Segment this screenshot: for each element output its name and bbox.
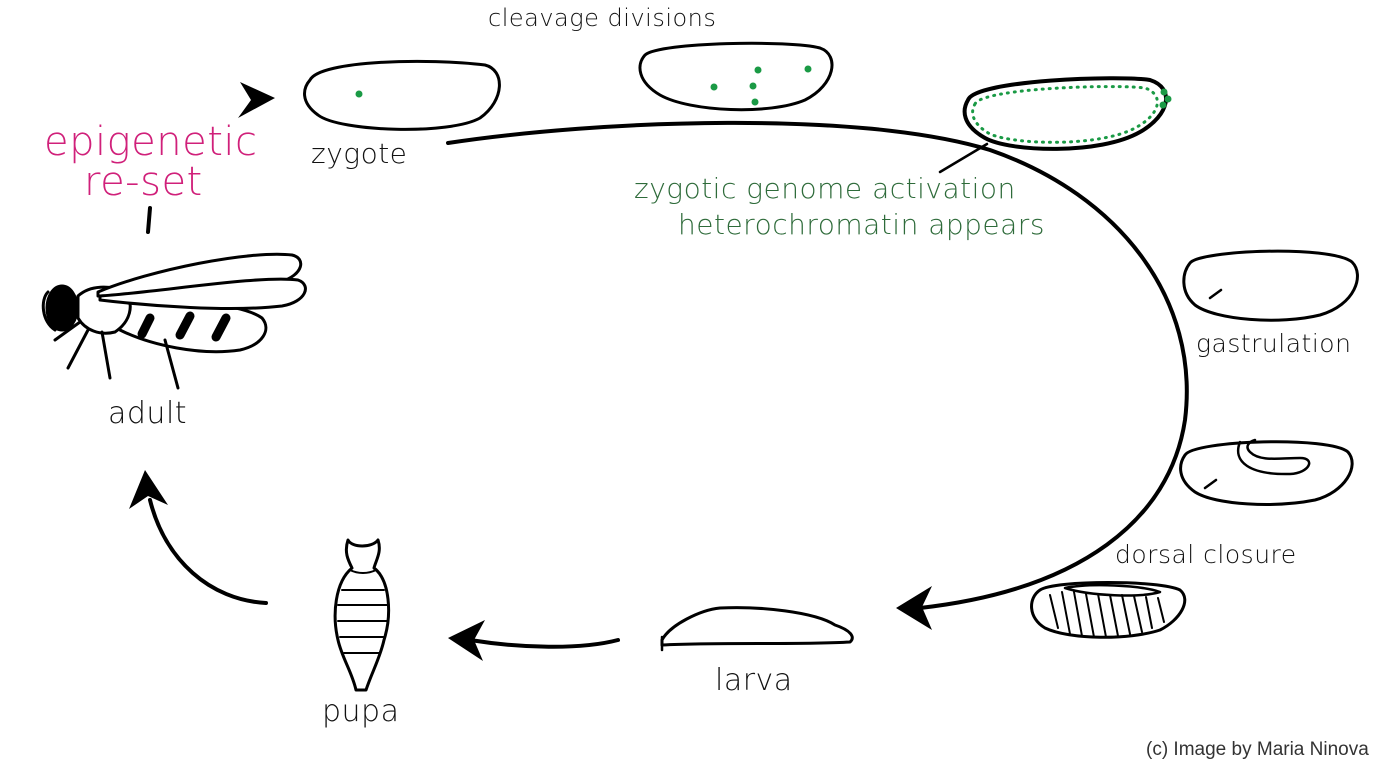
arrowhead-to-larva — [896, 586, 932, 630]
zygote-nucleus-dot — [355, 90, 363, 98]
cycle-arc — [446, 120, 1189, 610]
pole-cell-dot — [1160, 88, 1168, 96]
label-adult: adult — [108, 396, 188, 431]
larva-body — [660, 606, 854, 647]
blastoderm-nuclei-ring — [971, 85, 1159, 144]
image-credit: (c) Image by Maria Ninova — [1146, 739, 1369, 760]
fly-thorax — [76, 285, 132, 335]
zga-pointer-line — [938, 142, 989, 174]
zygote-egg — [303, 59, 501, 131]
cleavage-nucleus-dot — [749, 82, 757, 90]
cleavage-nucleus-dot — [710, 83, 718, 91]
label-re-set: re-set — [84, 159, 203, 205]
dorsal-closure-segments — [1049, 591, 1165, 638]
arrow-larva-to-pupa — [468, 638, 620, 649]
arrowhead-to-zygote — [238, 82, 275, 118]
arrow-pupa-to-adult — [148, 498, 268, 605]
epigenetic-tick — [146, 206, 152, 234]
pole-cell-dot — [1164, 95, 1172, 103]
germband-egg — [1179, 440, 1354, 506]
dorsal-closure-opening — [1063, 583, 1162, 597]
label-pupa: pupa — [322, 694, 400, 729]
fly-abdomen-stripes — [137, 311, 231, 342]
fly-legs — [53, 320, 180, 390]
arrowhead-to-adult — [129, 470, 168, 509]
adult-fly — [41, 252, 307, 390]
fly-wing-lower — [98, 277, 307, 310]
fly-head — [41, 290, 57, 332]
dorsal-closure-embryo — [1030, 581, 1187, 639]
pupa-segments — [337, 589, 389, 654]
germband-furrow — [1203, 478, 1218, 490]
label-epigenetic: epigenetic — [44, 119, 258, 165]
pole-cell-dot — [1159, 101, 1167, 109]
cleavage-nucleus-dot — [751, 98, 759, 106]
pupa-neck — [349, 569, 377, 574]
germband-fold — [1237, 438, 1311, 476]
arrowhead-to-pupa — [448, 620, 485, 661]
blastoderm-egg — [962, 76, 1168, 151]
cleavage-nucleus-dot — [754, 66, 762, 74]
label-zygote: zygote — [311, 137, 408, 170]
cleavage-nucleus-dot — [804, 65, 812, 73]
cleavage-egg — [638, 41, 834, 112]
label-dorsal-closure: dorsal closure — [1115, 540, 1297, 569]
gastrulation-furrow — [1208, 288, 1223, 300]
fly-eye — [45, 284, 79, 332]
gastrulation-egg — [1182, 249, 1359, 322]
label-larva: larva — [715, 663, 793, 698]
label-cleavage-divisions: cleavage divisions — [488, 4, 717, 32]
label-zga: zygotic genome activation — [634, 172, 1016, 205]
label-gastrulation: gastrulation — [1196, 329, 1352, 358]
label-heterochromatin: heterochromatin appears — [678, 208, 1045, 241]
pupa-body — [333, 538, 391, 692]
